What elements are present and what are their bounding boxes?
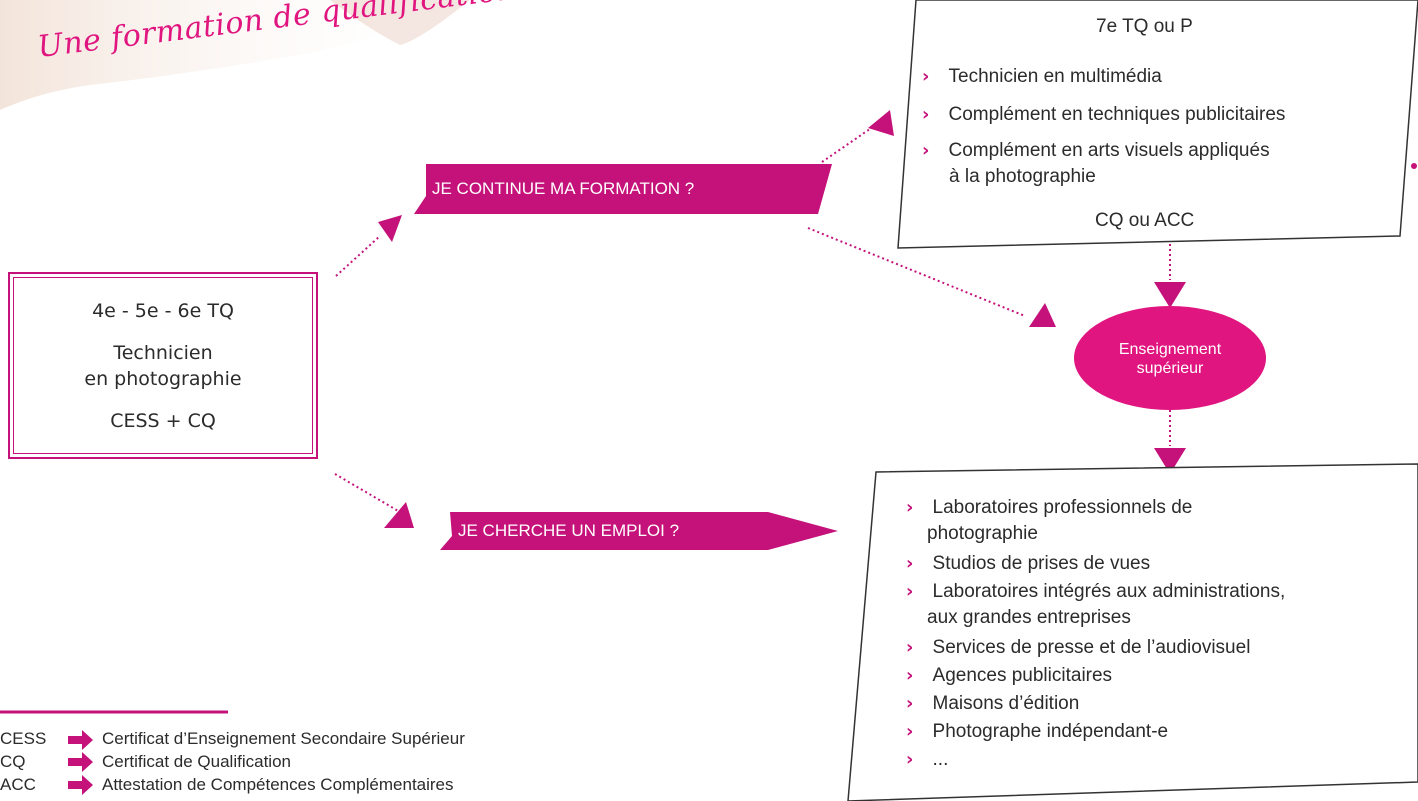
arrowhead-continue — [378, 215, 402, 242]
legend-abbr-cq: CQ — [0, 752, 26, 771]
legend-meaning-acc: Attestation de Compétences Complémentair… — [102, 775, 454, 794]
chevron-right-icon: › — [922, 140, 930, 161]
higher-education-line2: supérieur — [1136, 360, 1204, 378]
arrowhead-higher-left — [1029, 303, 1056, 327]
chevron-right-icon: › — [922, 104, 930, 125]
connector-source-to-job — [334, 473, 401, 513]
training-box-frame — [897, 0, 1418, 249]
chevron-right-icon: › — [906, 693, 914, 714]
decorative-paper-corner — [0, 0, 470, 110]
training-item: › Complément en arts visuels appliqués — [922, 140, 1270, 161]
connector-continue-to-higher — [807, 227, 1026, 317]
job-label: JE CHERCHE UN EMPLOI ? — [458, 521, 680, 540]
chevron-right-icon: › — [906, 721, 914, 742]
program-diploma: CESS + CQ — [110, 410, 216, 432]
legend-arrow-icon — [68, 775, 93, 795]
training-item-continuation: à la photographie — [949, 166, 1096, 187]
arrowheads — [378, 110, 1186, 528]
legend-arrow-icon — [68, 730, 93, 750]
connector-continue-to-training — [821, 121, 881, 163]
decorative-dot — [1411, 163, 1417, 169]
arrowhead-jobs-top — [1154, 448, 1186, 474]
chevron-right-icon: › — [906, 581, 914, 602]
arrowhead-job — [384, 502, 414, 528]
job-item: › Agences publicitaires — [906, 665, 1113, 686]
connector-source-to-continue — [335, 235, 381, 277]
continue-label: JE CONTINUE MA FORMATION ? — [432, 179, 695, 198]
legend-meaning-cq: Certificat de Qualification — [102, 752, 291, 771]
arrowhead-higher-top — [1154, 282, 1186, 308]
training-certificate: CQ ou ACC — [1095, 210, 1195, 231]
legend-meaning-cess: Certificat d’Enseignement Secondaire Sup… — [102, 729, 465, 748]
program-name-line2: en photographie — [84, 368, 242, 390]
job-item: › Services de presse et de l’audiovisuel — [906, 637, 1251, 658]
training-header: 7e TQ ou P — [1096, 16, 1193, 37]
continue-banner — [414, 164, 832, 214]
decorative-paper-fold — [330, 0, 470, 45]
jobs-box-frame — [847, 463, 1418, 801]
job-item-continuation: photographie — [927, 523, 1038, 544]
chevron-right-icon: › — [922, 66, 930, 87]
higher-education-label: Enseignement supérieur — [1074, 340, 1266, 378]
chevron-right-icon: › — [906, 497, 914, 518]
source-program-box: 4e - 5e - 6e TQ Technicien en photograph… — [8, 272, 318, 459]
job-item: › Laboratoires intégrés aux administrati… — [906, 581, 1286, 602]
legend-abbr-cess: CESS — [0, 729, 47, 748]
chevron-right-icon: › — [906, 553, 914, 574]
higher-education-ellipse — [1074, 306, 1266, 410]
training-item: › Technicien en multimédia — [922, 66, 1162, 87]
job-banner — [440, 512, 838, 550]
job-item-continuation: aux grandes entreprises — [927, 607, 1131, 628]
program-years: 4e - 5e - 6e TQ — [92, 300, 234, 322]
training-item: › Complément en techniques publicitaires — [922, 104, 1286, 125]
job-item: › Studios de prises de vues — [906, 553, 1151, 574]
job-item: › Laboratoires professionnels de — [906, 497, 1193, 518]
chevron-right-icon: › — [906, 665, 914, 686]
job-item: › Maisons d’édition — [906, 693, 1080, 714]
connectors — [334, 121, 1171, 513]
legend-arrows — [68, 730, 93, 795]
job-item: › ... — [906, 749, 949, 770]
higher-education-line1: Enseignement — [1118, 341, 1222, 358]
legend-arrow-icon — [68, 752, 93, 772]
program-name-line1: Technicien — [113, 342, 213, 364]
chevron-right-icon: › — [906, 637, 914, 658]
chevron-right-icon: › — [906, 749, 914, 770]
job-item: › Photographe indépendant-e — [906, 721, 1169, 742]
legend-abbr-acc: ACC — [0, 775, 36, 794]
arrowhead-training — [868, 110, 894, 136]
